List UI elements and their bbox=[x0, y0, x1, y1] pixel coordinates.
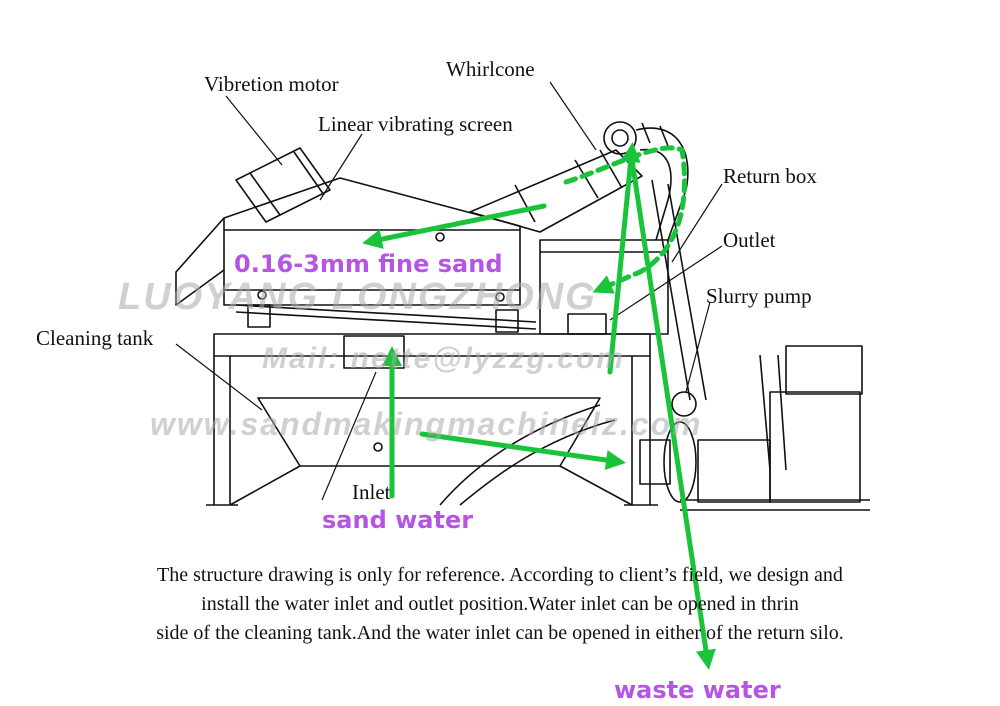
label-inlet: Inlet bbox=[352, 480, 391, 504]
arrow-up-to-whirlcone bbox=[607, 142, 641, 375]
label-cleaning-tank: Cleaning tank bbox=[36, 326, 154, 350]
flow-arrows bbox=[362, 142, 716, 670]
vibration-motor bbox=[235, 147, 331, 223]
flow-label-sand-water: sand water bbox=[322, 506, 474, 534]
flow-label-waste-water: waste water bbox=[614, 676, 781, 704]
label-outlet: Outlet bbox=[723, 228, 776, 252]
note-line-3: side of the cleaning tank.And the water … bbox=[156, 622, 844, 644]
slurry-pump bbox=[639, 345, 870, 511]
watermark-website: www.sandmakingmachinelz.com bbox=[150, 406, 703, 442]
label-linear-vibrating-screen: Linear vibrating screen bbox=[318, 112, 513, 136]
note-line-1: The structure drawing is only for refere… bbox=[157, 564, 843, 586]
flow-label-fine-sand: 0.16-3mm fine sand bbox=[234, 250, 503, 278]
label-return-box: Return box bbox=[723, 164, 817, 188]
arrow-to-pump bbox=[419, 431, 626, 470]
cleaning-tank bbox=[206, 333, 658, 506]
watermark-email: Mail: nette@lyzzg.com bbox=[262, 342, 625, 375]
label-vibration-motor: Vibretion motor bbox=[204, 72, 339, 96]
label-leaders bbox=[175, 81, 723, 501]
arrow-return-flow bbox=[563, 145, 688, 294]
whirlcone bbox=[469, 121, 689, 241]
watermark-company: LUOYANG LONGZHONG bbox=[118, 276, 597, 318]
delivery-pipe bbox=[439, 179, 707, 506]
arrow-waste-water bbox=[629, 157, 716, 670]
note-line-2: install the water inlet and outlet posit… bbox=[201, 593, 799, 615]
label-whirlcone: Whirlcone bbox=[446, 57, 535, 81]
label-slurry-pump: Slurry pump bbox=[706, 284, 812, 308]
arrow-fine-sand bbox=[362, 203, 547, 249]
